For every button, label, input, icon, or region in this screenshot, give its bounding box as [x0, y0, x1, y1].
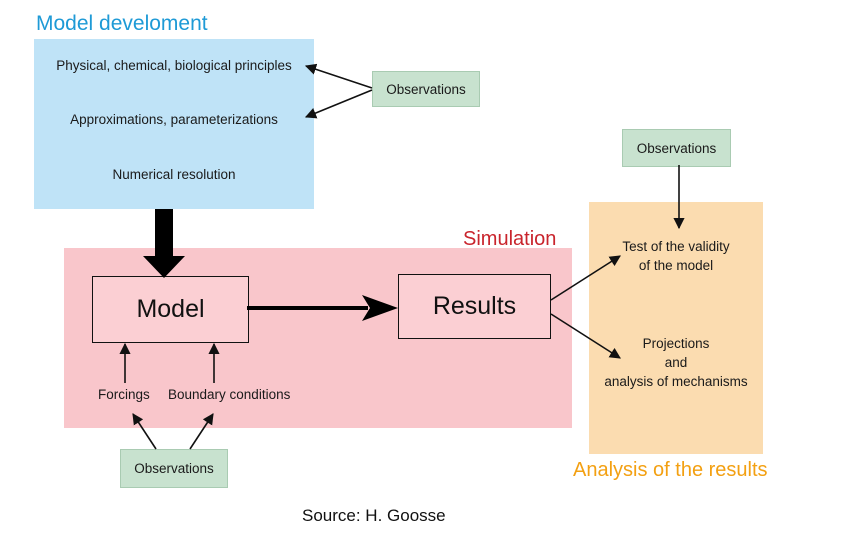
source-caption: Source: H. Goosse: [302, 506, 446, 525]
model-development-panel: [34, 39, 314, 209]
principles-text: Physical, chemical, biological principle…: [56, 58, 292, 73]
numerical-resolution-text: Numerical resolution: [112, 167, 236, 182]
arrow-obs-to-forcings: [132, 413, 157, 450]
simulation-label: Simulation: [463, 228, 557, 250]
observations-box-top: Observations: [372, 71, 480, 107]
arrow-results-to-validity: [550, 255, 621, 301]
projections-line-2: and: [664, 355, 688, 370]
forcings-text: Forcings: [98, 387, 150, 402]
arrow-results-to-projections: [550, 313, 621, 359]
arrow-obs-to-approximations: [304, 89, 373, 119]
boundary-conditions-text: Boundary conditions: [168, 387, 291, 402]
arrow-model-to-results-head: [362, 295, 398, 321]
approximations-text: Approximations, parameterizations: [70, 112, 278, 127]
analysis-panel: [589, 202, 763, 454]
validity-text: Test of the validity of the model: [600, 237, 752, 275]
arrow-obs-to-boundary: [189, 413, 214, 450]
validity-line-2: of the model: [638, 258, 714, 273]
model-box: Model: [92, 276, 249, 343]
observations-box-right: Observations: [622, 129, 731, 167]
results-box: Results: [398, 274, 551, 339]
validity-line-1: Test of the validity: [622, 239, 730, 254]
model-development-title: Model develoment: [36, 12, 208, 35]
arrow-obs-to-principles: [304, 63, 373, 89]
projections-text: Projections and analysis of mechanisms: [589, 334, 763, 391]
projections-line-3: analysis of mechanisms: [604, 374, 748, 389]
analysis-label: Analysis of the results: [573, 459, 768, 481]
arrow-development-to-model: [143, 209, 185, 278]
observations-box-bottom: Observations: [120, 449, 228, 488]
projections-line-1: Projections: [642, 336, 710, 351]
